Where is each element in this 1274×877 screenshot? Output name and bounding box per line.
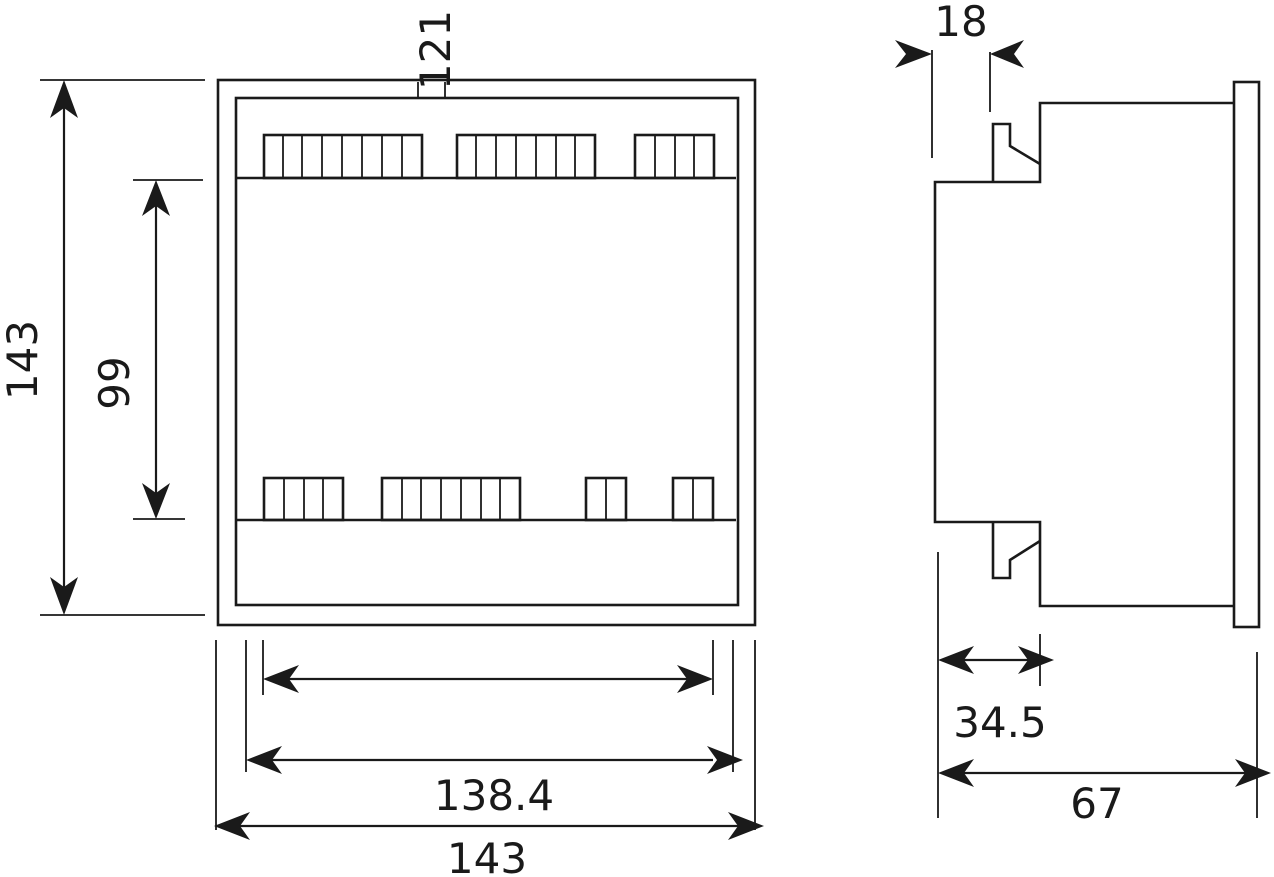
side-housing	[933, 101, 1234, 608]
label-front-height: 143	[0, 320, 47, 400]
bottom-terminal-block-1	[262, 476, 345, 522]
side-top-clip	[991, 122, 1041, 182]
bottom-terminal-block-4	[671, 476, 715, 522]
top-terminal-block-right	[633, 133, 716, 180]
dim-front-widths	[214, 640, 764, 840]
label-side-body: 34.5	[953, 698, 1047, 747]
top-terminal-block-left	[262, 133, 424, 180]
front-view	[216, 78, 757, 627]
side-view	[933, 80, 1261, 629]
front-outer-frame	[216, 78, 757, 627]
bottom-terminal-block-2	[380, 476, 522, 522]
side-bezel	[1232, 80, 1261, 629]
dim-side-body-34-5	[937, 552, 1054, 818]
top-terminal-block-middle	[455, 133, 597, 180]
label-side-clip: 18	[934, 0, 987, 46]
dim-front-inner-height-99	[133, 179, 203, 520]
bottom-terminal-block-3	[584, 476, 628, 522]
label-front-middle-width: 138.4	[434, 771, 554, 820]
dim-front-height-143	[40, 79, 205, 616]
label-front-inner-height: 99	[90, 356, 139, 409]
label-front-overall-width: 143	[447, 834, 527, 877]
label-side-overall: 67	[1070, 779, 1123, 828]
front-inner-frame	[234, 96, 740, 607]
dim-side-clip-18	[895, 40, 1024, 158]
dim-side-depth-67	[938, 652, 1271, 818]
label-front-top-tab: 121	[411, 10, 460, 90]
side-bottom-clip	[991, 522, 1041, 580]
